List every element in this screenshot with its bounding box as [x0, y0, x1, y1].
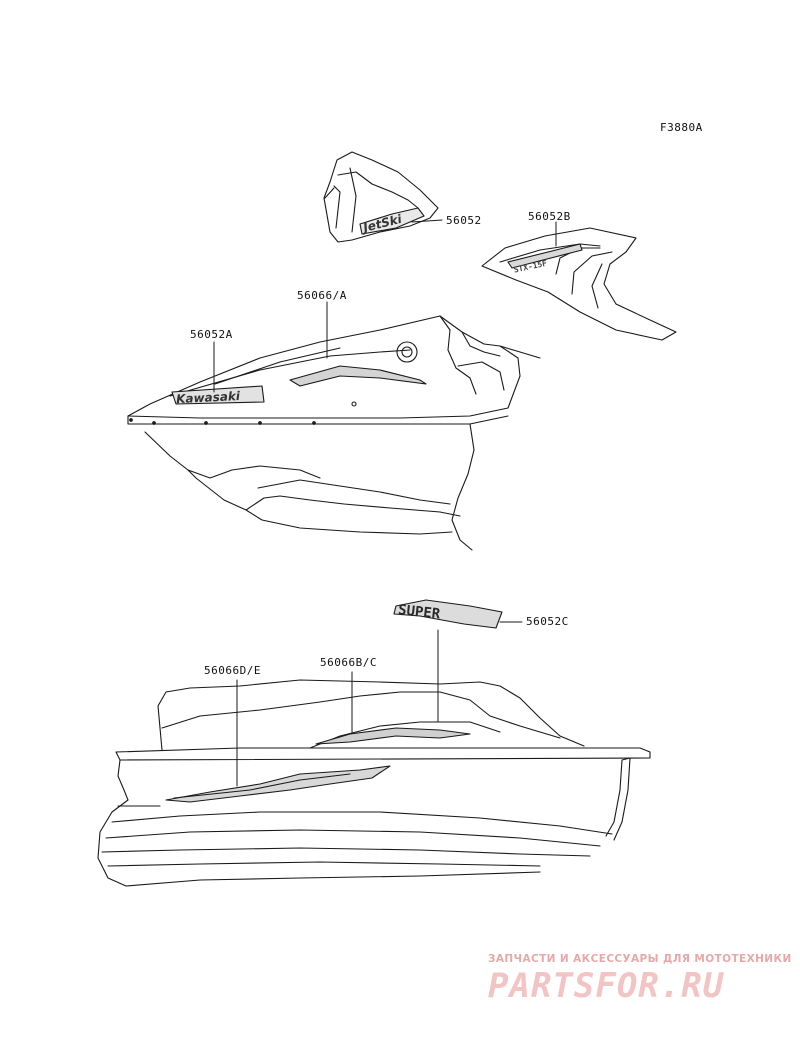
callout-56066de: 56066D/E: [204, 664, 261, 677]
side-fin-part: [481, 227, 677, 341]
sticker-decal: SUPER: [397, 602, 441, 622]
upper-hull-part: [127, 315, 541, 551]
kawasaki-decal: Kawasaki: [176, 389, 241, 406]
sticker-part: [393, 599, 503, 629]
callout-56052b: 56052B: [528, 210, 571, 223]
callout-56052c: 56052C: [526, 615, 569, 628]
lower-hull-part: [97, 679, 651, 887]
callout-56052a: 56052A: [190, 328, 233, 341]
watermark-logo: PARTSFOR.RU: [488, 966, 725, 1006]
callout-56052: 56052: [446, 214, 482, 227]
callout-56066a: 56066/A: [297, 289, 347, 302]
figure-code: F3880A: [660, 121, 703, 134]
tail-cover-part: [323, 151, 439, 243]
callout-56066bc: 56066B/C: [320, 656, 377, 669]
watermark-tagline: ЗАПЧАСТИ И АКСЕССУАРЫ ДЛЯ МОТОТЕХНИКИ: [488, 953, 792, 965]
leader-lines: [213, 219, 557, 787]
